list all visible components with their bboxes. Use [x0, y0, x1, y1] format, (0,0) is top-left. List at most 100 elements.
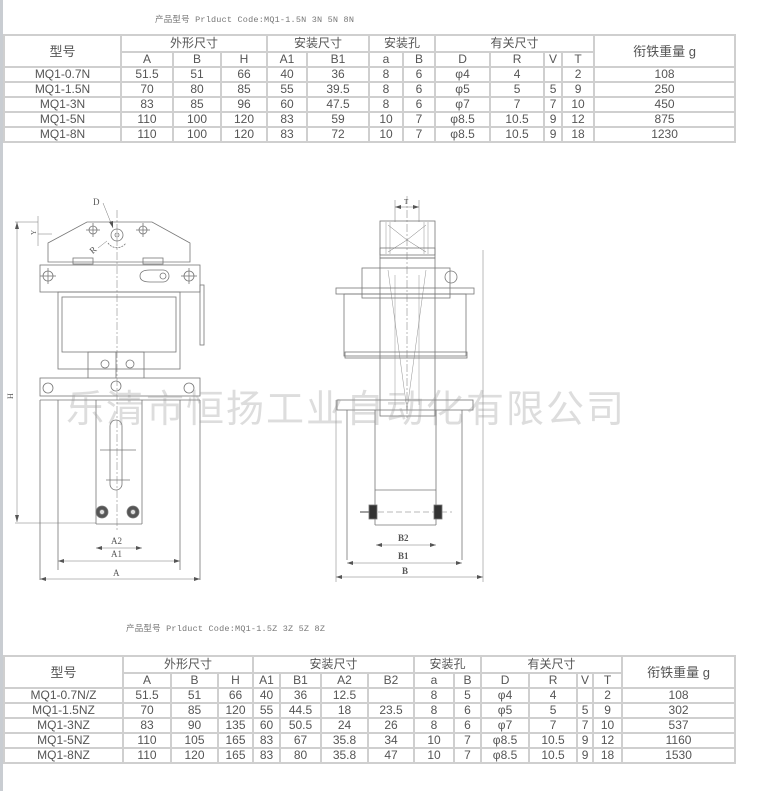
- outline-dimensions-header: 外形尺寸: [120, 34, 268, 53]
- cell-t: 18: [561, 126, 596, 143]
- cell-weight: 108: [593, 66, 737, 83]
- cell-a: 110: [120, 111, 174, 128]
- mounting-dimensions-header: 安装尺寸: [251, 655, 416, 674]
- cell-weight: 875: [593, 111, 737, 128]
- label-r: R: [87, 244, 98, 256]
- cell-b: 51: [170, 687, 219, 704]
- cell-d: φ7: [480, 717, 531, 734]
- cell-r: 10.5: [528, 747, 579, 764]
- cell-h: 66: [217, 687, 254, 704]
- cell-hole-a: 8: [368, 96, 405, 113]
- cell-h: 85: [220, 81, 268, 98]
- cell-hole-a: 10: [368, 126, 405, 143]
- cell-weight: 450: [593, 96, 737, 113]
- label-y: Y: [30, 230, 38, 235]
- cell-a2: 12.5: [320, 687, 369, 704]
- cell-v: 7: [543, 96, 564, 113]
- table-row: MQ1-8NZ 110 120 165 83 80 35.8 47 10 7 φ…: [3, 747, 737, 764]
- cell-a: 70: [120, 81, 174, 98]
- cell-b1: 59: [305, 111, 371, 128]
- technical-drawing: D Y R H A2 A1 A T B2 B1 B: [6, 196, 484, 582]
- cell-r: 10.5: [489, 126, 546, 143]
- cell-d: φ4: [434, 66, 492, 83]
- cell-hole-a: 8: [368, 66, 405, 83]
- cell-model: MQ1-1.5NZ: [3, 702, 124, 719]
- cell-hole-b: 6: [453, 702, 483, 719]
- cell-a2: 35.8: [320, 747, 369, 764]
- table-row: MQ1-5N 110 100 120 83 59 10 7 φ8.5 10.5 …: [3, 111, 737, 128]
- cell-hole-b: 7: [453, 732, 483, 749]
- cell-hole-b: 7: [453, 747, 483, 764]
- cell-a: 83: [120, 96, 174, 113]
- cell-b1: 44.5: [279, 702, 322, 719]
- col-header-b1: B1: [279, 672, 322, 689]
- cell-a: 51.5: [120, 66, 174, 83]
- cell-b: 120: [170, 747, 219, 764]
- cell-a1: 40: [252, 687, 281, 704]
- front-view-drawing: [15, 202, 205, 580]
- table-row: MQ1-3NZ 83 90 135 60 50.5 24 26 8 6 φ7 7…: [3, 717, 737, 734]
- cell-r: 5: [528, 702, 579, 719]
- cell-hole-b: 5: [453, 687, 483, 704]
- page-left-border: [0, 0, 3, 791]
- cell-b1: 36: [279, 687, 322, 704]
- table-row: MQ1-0.7N 51.5 51 66 40 36 8 6 φ4 4 2 108: [3, 66, 737, 83]
- table-row: MQ1-5NZ 110 105 165 83 67 35.8 34 10 7 φ…: [3, 732, 737, 749]
- cell-r: 10.5: [528, 732, 579, 749]
- label-d: D: [93, 197, 100, 207]
- mounting-holes-header: 安装孔: [413, 655, 483, 674]
- cell-a: 110: [120, 126, 174, 143]
- cell-a: 110: [122, 747, 172, 764]
- cell-a1: 60: [266, 96, 308, 113]
- cell-t: 2: [592, 687, 624, 704]
- cell-v: [543, 66, 564, 83]
- cell-a1: 40: [266, 66, 308, 83]
- cell-a1: 55: [252, 702, 281, 719]
- related-dimensions-header: 有关尺寸: [480, 655, 624, 674]
- col-header-a1: A1: [266, 51, 308, 68]
- cell-t: 9: [561, 81, 596, 98]
- cell-a: 51.5: [122, 687, 172, 704]
- label-a: A: [113, 568, 120, 578]
- cell-d: φ8.5: [480, 732, 531, 749]
- cell-b1: 36: [305, 66, 371, 83]
- cell-h: 120: [220, 126, 268, 143]
- label-b: B: [402, 566, 408, 576]
- cell-h: 96: [220, 96, 268, 113]
- cell-d: φ4: [480, 687, 531, 704]
- cell-model: MQ1-1.5N: [3, 81, 122, 98]
- cell-model: MQ1-0.7N: [3, 66, 122, 83]
- table-row: MQ1-3N 83 85 96 60 47.5 8 6 φ7 7 7 10 45…: [3, 96, 737, 113]
- cell-b2: 26: [366, 717, 416, 734]
- cell-h: 135: [217, 717, 254, 734]
- cell-b: 51: [172, 66, 222, 83]
- label-h: H: [6, 393, 15, 399]
- model-header: 型号: [3, 34, 122, 68]
- mounting-holes-header: 安装孔: [368, 34, 437, 53]
- cell-a1: 83: [266, 126, 308, 143]
- cell-v: 9: [543, 111, 564, 128]
- cell-a2: 24: [320, 717, 369, 734]
- cell-d: φ8.5: [434, 126, 492, 143]
- table-row: MQ1-8N 110 100 120 83 72 10 7 φ8.5 10.5 …: [3, 126, 737, 143]
- cell-r: 7: [528, 717, 579, 734]
- cell-weight: 1530: [621, 747, 737, 764]
- col-header-a1: A1: [252, 672, 281, 689]
- cell-d: φ7: [434, 96, 492, 113]
- col-header-hole-b: B: [453, 672, 483, 689]
- label-b1: B1: [398, 551, 409, 561]
- cell-a2: 18: [320, 702, 369, 719]
- col-header-a: A: [122, 672, 172, 689]
- cell-hole-b: 6: [402, 81, 437, 98]
- table-row: MQ1-1.5N 70 80 85 55 39.5 8 6 φ5 5 5 9 2…: [3, 81, 737, 98]
- cell-b2: 34: [366, 732, 416, 749]
- cell-a2: 35.8: [320, 732, 369, 749]
- cell-t: 12: [592, 732, 624, 749]
- cell-a: 83: [122, 717, 172, 734]
- armature-weight-header: 衔铁重量 g: [621, 655, 737, 689]
- cell-hole-b: 7: [402, 111, 437, 128]
- cell-t: 9: [592, 702, 624, 719]
- table-subheader-row: A B H A1 B1 a B D R V T: [4, 51, 735, 68]
- col-header-a: A: [120, 51, 174, 68]
- cell-hole-a: 8: [368, 81, 405, 98]
